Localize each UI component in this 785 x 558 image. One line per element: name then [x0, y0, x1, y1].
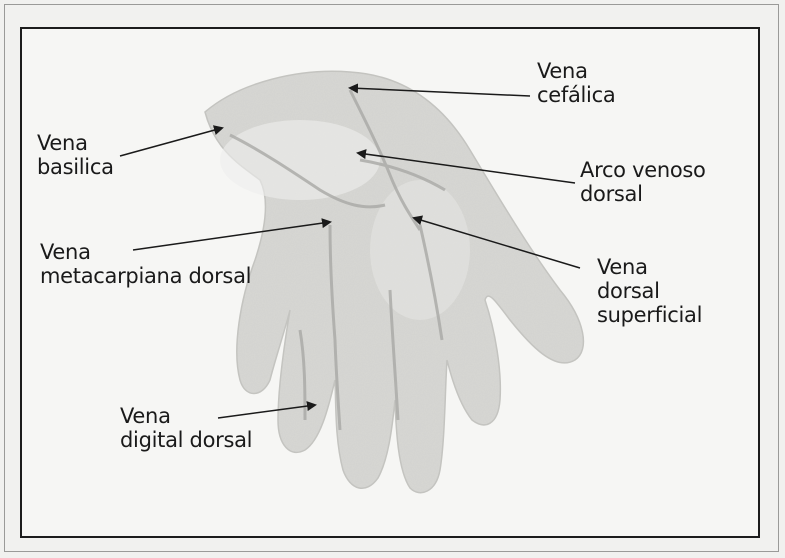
label-line: Vena: [37, 131, 114, 155]
label-line: dorsal: [597, 279, 702, 303]
label-line: superficial: [597, 303, 702, 327]
label-line: metacarpiana dorsal: [40, 264, 251, 288]
label-line: basilica: [37, 155, 114, 179]
label-vena-digital-dorsal: Vena digital dorsal: [120, 404, 252, 452]
label-line: Vena: [537, 59, 615, 83]
label-arco-venoso-dorsal: Arco venoso dorsal: [580, 158, 706, 206]
label-line: dorsal: [580, 182, 706, 206]
arrow-basilica: [120, 128, 222, 156]
label-line: Vena: [597, 255, 702, 279]
label-line: Vena: [40, 240, 251, 264]
label-line: Vena: [120, 404, 252, 428]
label-vena-dorsal-superficial: Vena dorsal superficial: [597, 255, 702, 327]
label-vena-basilica: Vena basilica: [37, 131, 114, 179]
label-vena-metacarpiana-dorsal: Vena metacarpiana dorsal: [40, 240, 251, 288]
label-vena-cefalica: Vena cefálica: [537, 59, 615, 107]
label-line: digital dorsal: [120, 428, 252, 452]
label-line: Arco venoso: [580, 158, 706, 182]
hand-illustration: [205, 71, 583, 492]
label-line: cefálica: [537, 83, 615, 107]
